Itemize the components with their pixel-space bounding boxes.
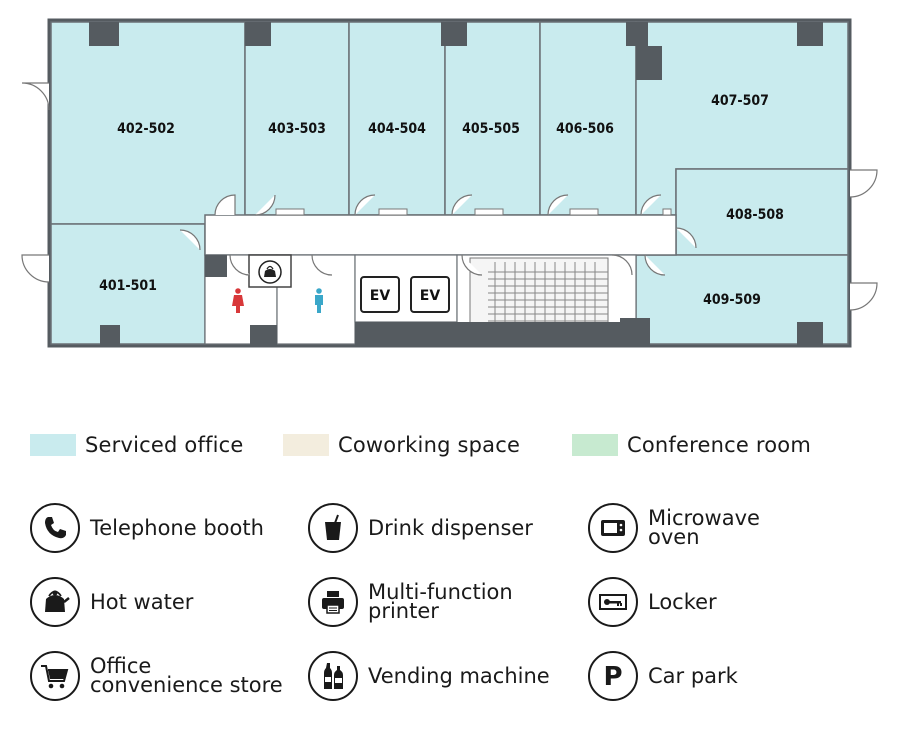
hot-water-kettle-icon — [258, 260, 282, 284]
room-408-508[interactable] — [675, 168, 849, 256]
parking-icon: P — [588, 651, 638, 701]
room-402-502[interactable] — [50, 21, 246, 225]
structural-columns — [89, 22, 823, 346]
vending-machine-label: Vending machine — [368, 663, 550, 688]
cart-icon — [30, 651, 80, 701]
room-label-401-501: 401-501 — [99, 278, 157, 294]
serviced-office-swatch — [30, 434, 76, 456]
male-toilet-icon — [315, 288, 323, 313]
car-park-label: Car park — [648, 663, 738, 688]
key-icon — [588, 577, 638, 627]
microwave-icon — [588, 503, 638, 553]
kettle-icon — [30, 577, 80, 627]
amenity-locker: Locker — [588, 577, 717, 627]
multi-function-printer-label: Multi-function printer — [368, 580, 513, 623]
telephone-booth-label: Telephone booth — [90, 515, 264, 540]
drink-dispenser-icon — [308, 503, 358, 553]
hot-water-label: Hot water — [90, 589, 194, 614]
coworking-space-label: Coworking space — [338, 433, 521, 457]
legend-coworking-space: Coworking space — [283, 430, 520, 460]
svg-text:P: P — [603, 662, 622, 691]
room-label-404-504: 404-504 — [368, 121, 426, 137]
room-label-408-508: 408-508 — [726, 207, 784, 223]
legend-serviced-office: Serviced office — [30, 430, 244, 460]
elevator-2 — [410, 276, 450, 313]
bottles-icon — [308, 651, 358, 701]
doors — [21, 82, 878, 311]
amenity-microwave-oven: Microwave oven — [588, 503, 760, 553]
legend-conference-room: Conference room — [572, 430, 811, 460]
room-404-504[interactable] — [348, 21, 446, 216]
room-405-505[interactable] — [444, 21, 541, 216]
room-label-409-509: 409-509 — [703, 292, 761, 308]
amenity-multi-function-printer: Multi-function printer — [308, 577, 513, 627]
room-label-403-503: 403-503 — [268, 121, 326, 137]
room-label-407-507: 407-507 — [711, 93, 769, 109]
room-401-501[interactable] — [50, 223, 206, 345]
female-toilet-icon — [232, 288, 244, 313]
amenity-hot-water: Hot water — [30, 577, 193, 627]
amenity-drink-dispenser: Drink dispenser — [308, 503, 533, 553]
wall-sashes — [275, 208, 672, 216]
floor-plan: EV EV — [21, 18, 878, 348]
microwave-oven-label: Microwave oven — [648, 506, 760, 549]
printer-icon — [308, 577, 358, 627]
conference-room-label: Conference room — [627, 433, 812, 457]
conference-room-swatch — [572, 434, 618, 456]
drink-dispenser-label: Drink dispenser — [368, 515, 533, 540]
locker-label: Locker — [648, 589, 717, 614]
room-403-503[interactable] — [244, 21, 350, 216]
room-label-405-505: 405-505 — [462, 121, 520, 137]
room-label-402-502: 402-502 — [117, 121, 175, 137]
coworking-space-swatch — [283, 434, 329, 456]
amenity-car-park: P Car park — [588, 651, 738, 701]
amenity-vending-machine: Vending machine — [308, 651, 550, 701]
elevator-1-label: EV — [370, 288, 391, 304]
room-label-406-506: 406-506 — [556, 121, 614, 137]
amenity-office-convenience-store: Office convenience store — [30, 651, 283, 701]
office-convenience-store-label: Office convenience store — [90, 654, 283, 697]
elevator-1 — [360, 276, 400, 313]
room-406-506[interactable] — [539, 21, 637, 216]
telephone-icon — [30, 503, 80, 553]
serviced-office-label: Serviced office — [85, 433, 244, 457]
amenity-telephone-booth: Telephone booth — [30, 503, 264, 553]
corridor — [204, 214, 677, 256]
elevator-2-label: EV — [420, 288, 441, 304]
